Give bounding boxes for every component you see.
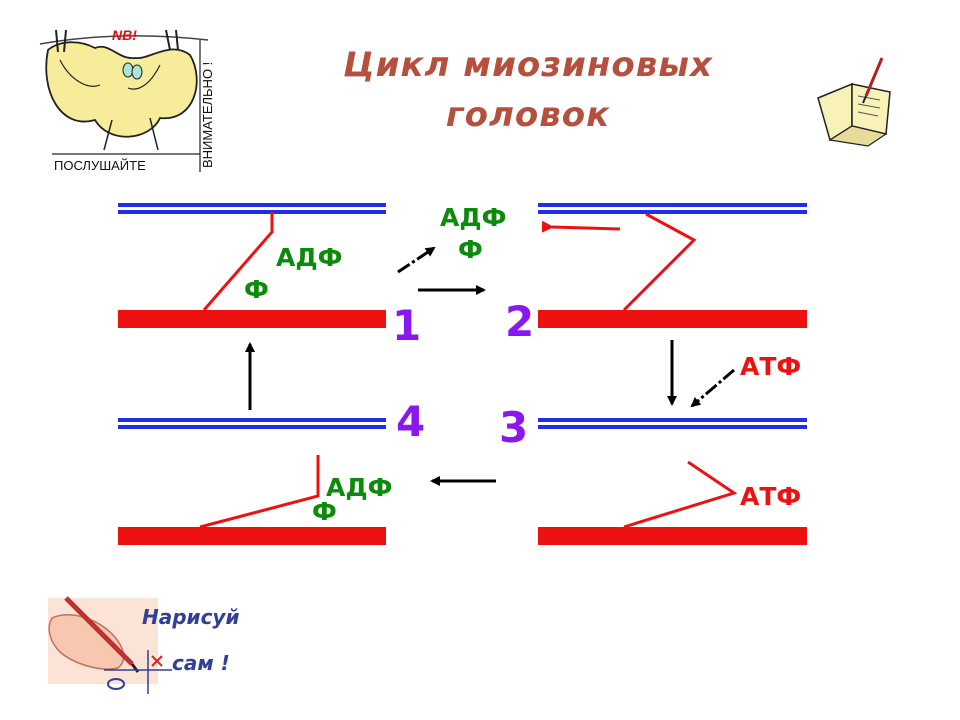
released-adp-label: АДФ bbox=[440, 203, 506, 232]
book-icon bbox=[817, 57, 891, 147]
adp-label: АДФ bbox=[326, 473, 392, 502]
atp-label: АТФ bbox=[740, 482, 801, 511]
myosin-filament bbox=[118, 527, 386, 545]
myosin-head bbox=[202, 212, 274, 311]
nb-label: NB! bbox=[112, 27, 137, 43]
phosphate-label: Ф bbox=[312, 497, 337, 526]
title-line-1: Цикл миозиновых bbox=[343, 45, 713, 85]
panel-number: 2 bbox=[505, 297, 534, 346]
release-arrow bbox=[397, 246, 436, 274]
panel-number: 1 bbox=[392, 301, 421, 350]
pen-icon bbox=[864, 57, 884, 97]
myosin-head bbox=[622, 212, 697, 312]
panel-3: АТФ 3 bbox=[499, 403, 807, 545]
phosphate-label: Ф bbox=[244, 275, 269, 304]
attentively-text: ВНИМАТЕЛЬНО ! bbox=[200, 62, 215, 168]
clothesline-icon bbox=[39, 35, 209, 45]
sliding-direction-arrow bbox=[541, 220, 621, 233]
hand-with-pencil-icon bbox=[48, 596, 140, 673]
transition-1-to-2: АДФ Ф bbox=[397, 203, 506, 295]
listen-badge: NB! ПОСЛУШАЙТЕ ВНИМАТЕЛЬНО ! bbox=[38, 18, 218, 176]
tic-tac-toe-icon bbox=[104, 650, 172, 694]
myosin-filament bbox=[538, 527, 807, 545]
added-atp-label: АТФ bbox=[740, 352, 801, 381]
draw-text-line-2: сам ! bbox=[172, 651, 230, 675]
listening-character-icon bbox=[45, 29, 198, 151]
panel-1: АДФ Ф 1 bbox=[118, 203, 421, 350]
draw-text-line-1: Нарисуй bbox=[142, 605, 239, 629]
panel-number: 4 bbox=[396, 397, 425, 446]
myosin-head bbox=[623, 460, 738, 529]
myosin-head bbox=[199, 455, 320, 529]
released-phosphate-label: Ф bbox=[458, 235, 483, 264]
panel-number: 3 bbox=[499, 403, 528, 452]
myosin-filament bbox=[538, 310, 807, 328]
listen-text: ПОСЛУШАЙТЕ bbox=[54, 158, 146, 173]
draw-yourself-badge: Нарисуй сам ! bbox=[48, 596, 239, 694]
myosin-filament bbox=[118, 310, 386, 328]
panel-2: 2 bbox=[505, 203, 807, 346]
panel-4: АДФ Ф 4 bbox=[118, 397, 425, 545]
adp-label: АДФ bbox=[276, 243, 342, 272]
atp-binding-arrow bbox=[690, 368, 735, 408]
transition-2-to-3: АТФ bbox=[667, 340, 801, 408]
title-line-2: головок bbox=[446, 95, 610, 135]
